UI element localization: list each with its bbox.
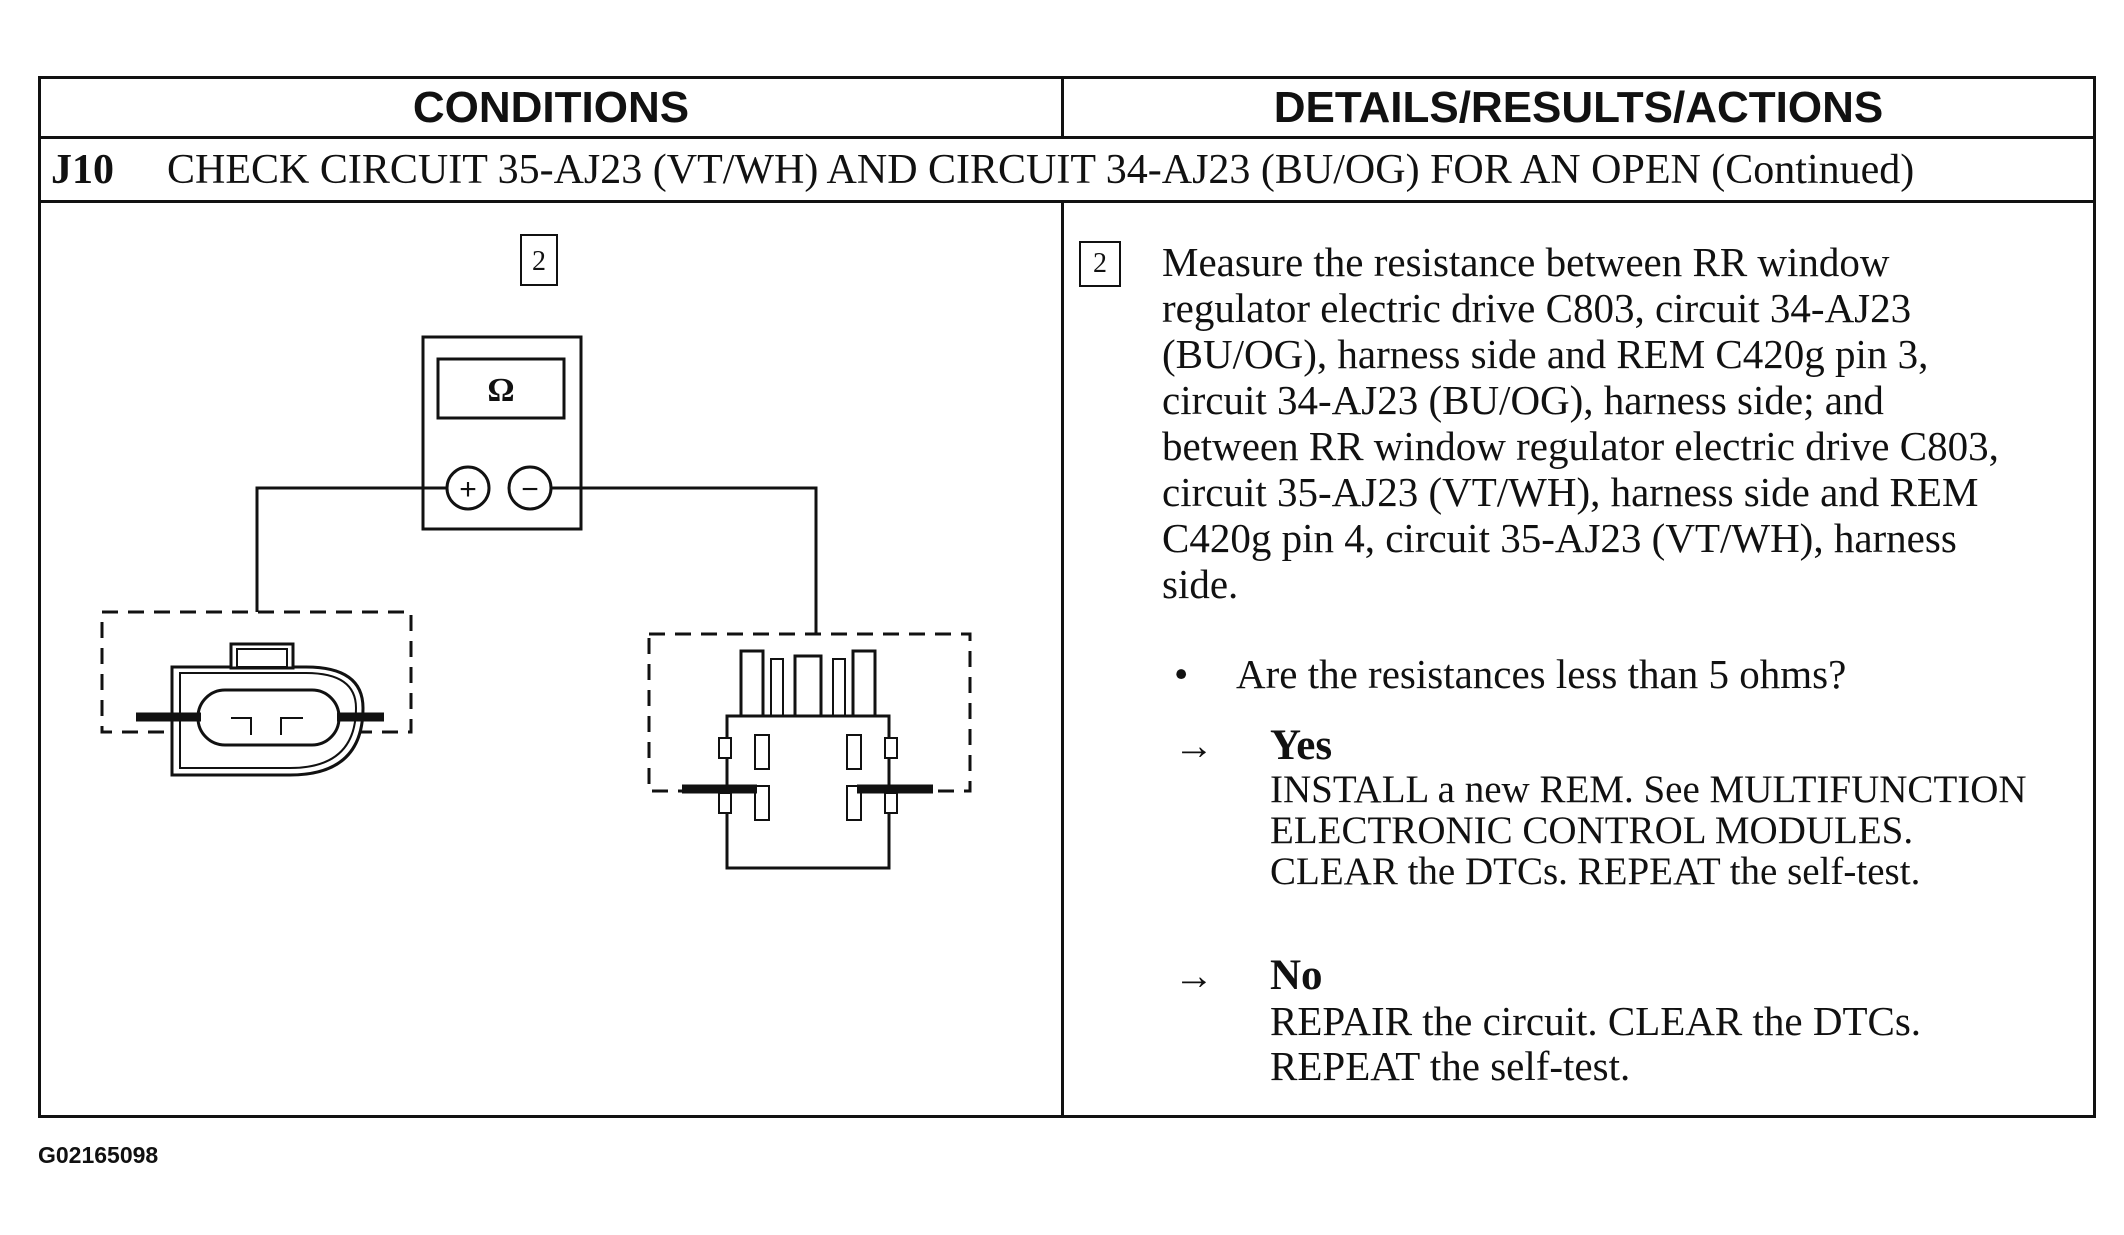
minus-terminal-label: −: [521, 473, 539, 506]
ohm-symbol: Ω: [487, 372, 514, 409]
instruction-line: circuit 34-AJ23 (BU/OG), harness side; a…: [1162, 377, 1884, 423]
result-yes-action: INSTALL a new REM. See MULTIFUNCTION ELE…: [1270, 769, 2124, 892]
instruction-line: between RR window regulator electric dri…: [1162, 423, 1999, 469]
result-yes-label: Yes: [1270, 722, 1333, 769]
instruction-line: Measure the resistance between RR window: [1162, 239, 1890, 285]
details-step-marker: 2: [1079, 241, 1121, 287]
arrow-right-icon: →: [1174, 723, 1214, 768]
arrow-right-icon: →: [1174, 953, 1214, 998]
conditions-header: CONDITIONS: [41, 79, 1064, 139]
result-no-label: No: [1270, 952, 1323, 999]
action-line: REPAIR the circuit. CLEAR the DTCs.: [1270, 998, 1922, 1044]
action-line: INSTALL a new REM. See MULTIFUNCTION: [1270, 768, 2027, 811]
diagram-step-marker-label: 2: [532, 246, 546, 277]
action-line: REPEAT the self-test.: [1270, 1043, 1631, 1089]
step-title-row: J10 CHECK CIRCUIT 35-AJ23 (VT/WH) AND CI…: [41, 139, 2093, 203]
step-title: CHECK CIRCUIT 35-AJ23 (VT/WH) AND CIRCUI…: [167, 146, 1915, 193]
instruction-line: circuit 35-AJ23 (VT/WH), harness side an…: [1162, 469, 1979, 515]
measure-instruction: Measure the resistance between RR window…: [1162, 239, 2102, 607]
plus-terminal-label: +: [459, 473, 477, 506]
diagram-svg: 2 Ω + −: [100, 234, 972, 870]
instruction-line: C420g pin 4, circuit 35-AJ23 (VT/WH), ha…: [1162, 515, 1957, 561]
details-header: DETAILS/RESULTS/ACTIONS: [1064, 79, 2093, 139]
step-id: J10: [51, 146, 114, 193]
test-leads: [255, 486, 818, 634]
action-line: ELECTRONIC CONTROL MODULES.: [1270, 809, 1914, 852]
ohmmeter-icon: Ω + −: [421, 335, 583, 531]
question-bullet: • Are the resistances less than 5 ohms?: [1174, 650, 1846, 698]
bullet-icon: •: [1174, 651, 1189, 697]
drive-connector-c803-icon: [100, 610, 413, 777]
instruction-line: side.: [1162, 561, 1239, 607]
action-line: CLEAR the DTCs. REPEAT the self-test.: [1270, 850, 1921, 893]
diagram-step-marker: 2: [520, 234, 558, 286]
figure-id: G02165098: [38, 1142, 159, 1168]
conditions-diagram: 2 Ω + −: [41, 203, 1061, 1115]
instruction-line: (BU/OG), harness side and REM C420g pin …: [1162, 331, 1929, 377]
column-divider: [1061, 203, 1064, 1115]
diagnostic-table: CONDITIONS DETAILS/RESULTS/ACTIONS J10 C…: [38, 76, 2096, 1118]
result-no-action: REPAIR the circuit. CLEAR the DTCs. REPE…: [1270, 999, 2124, 1089]
question-text: Are the resistances less than 5 ohms?: [1236, 651, 1847, 697]
details-column: 2 Measure the resistance between RR wind…: [1064, 203, 2093, 1115]
instruction-line: regulator electric drive C803, circuit 3…: [1162, 285, 1912, 331]
rem-connector-c420g-icon: [647, 632, 972, 870]
